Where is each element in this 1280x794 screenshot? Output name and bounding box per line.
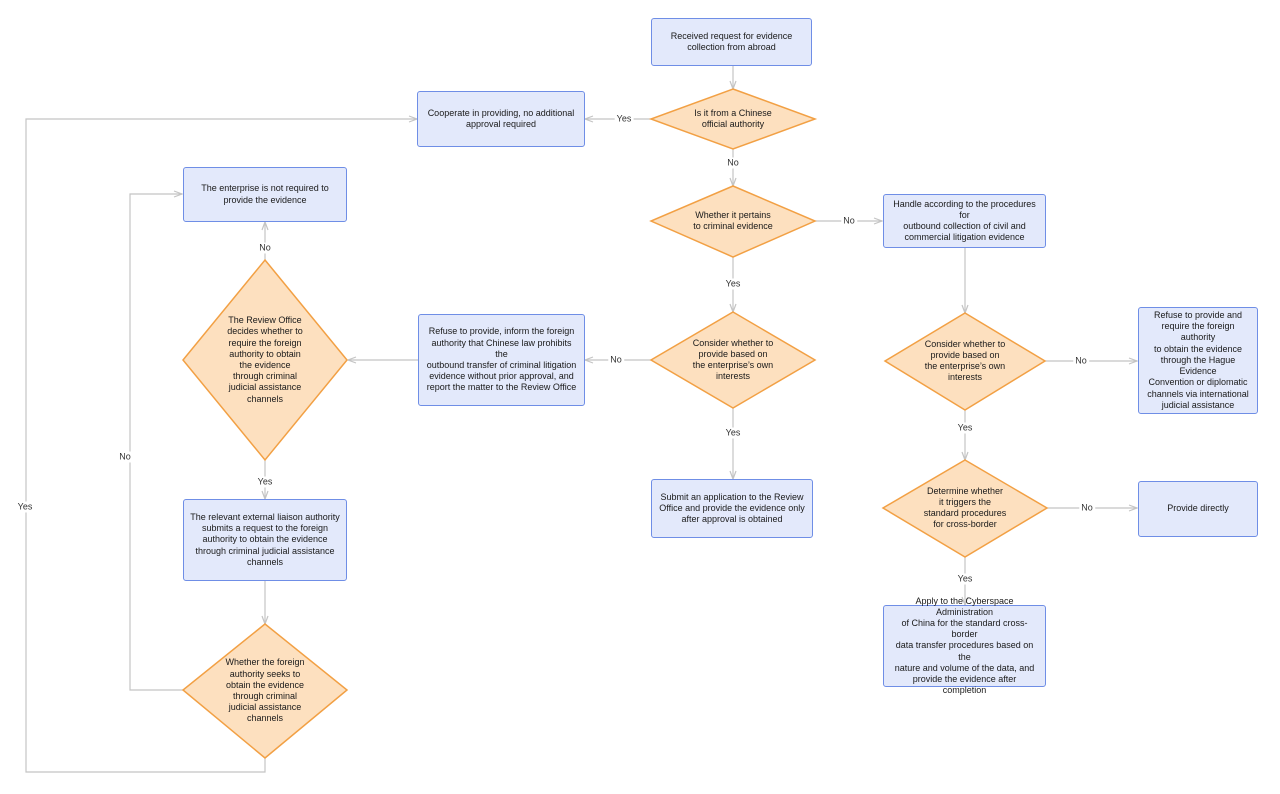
edge-q-foreign-yes-to-cooperate — [25, 119, 417, 773]
decision-review-office-label: The Review Office decides whether to req… — [227, 315, 303, 404]
decision-foreign-authority-diamond — [181, 623, 349, 759]
provide-directly-text: Provide directly — [1167, 503, 1229, 514]
label-yes-trigger: Yes — [955, 573, 975, 585]
refuse-hague-box: Refuse to provide and require the foreig… — [1138, 307, 1258, 414]
label-yes-interest-right: Yes — [955, 422, 975, 434]
decision-chinese-authority-label: Is it from a Chinese official authority — [694, 107, 772, 129]
label-yes-chinese: Yes — [614, 113, 634, 125]
cooperate-text: Cooperate in providing, no additional ap… — [427, 107, 575, 129]
decision-chinese-authority-diamond — [648, 88, 818, 150]
start-box: Received request for evidence collection… — [651, 18, 812, 66]
start-text: Received request for evidence collection… — [670, 30, 793, 52]
label-no-criminal: No — [841, 215, 857, 227]
label-yes-interest-mid: Yes — [723, 427, 743, 439]
liaison-request-box: The relevant external liaison authority … — [183, 499, 347, 581]
label-no-review: No — [257, 242, 273, 254]
label-no-chinese: No — [725, 157, 741, 169]
submit-application-text: Submit an application to the Review Offi… — [659, 491, 805, 525]
provide-directly-box: Provide directly — [1138, 481, 1258, 537]
label-no-foreign: No — [117, 451, 133, 463]
not-required-text: The enterprise is not required to provid… — [201, 183, 329, 205]
cooperate-box: Cooperate in providing, no additional ap… — [417, 91, 585, 147]
submit-application-box: Submit an application to the Review Offi… — [651, 479, 813, 538]
refuse-hague-text: Refuse to provide and require the foreig… — [1147, 310, 1249, 410]
civil-procedure-box: Handle according to the procedures for o… — [883, 194, 1046, 248]
refuse-inform-text: Refuse to provide, inform the foreign au… — [426, 326, 577, 393]
decision-foreign-authority-label: Whether the foreign authority seeks to o… — [225, 657, 305, 724]
decision-cross-border-trigger-label: Determine whether it triggers the standa… — [923, 485, 1007, 530]
decision-enterprise-interests-right-label: Consider whether to provide based on the… — [924, 338, 1006, 383]
decision-review-office-diamond — [182, 258, 348, 462]
edge-q-foreign-no-to-not-required — [129, 194, 184, 691]
decision-enterprise-interests-mid-diamond — [649, 311, 817, 409]
label-no-trigger: No — [1079, 502, 1095, 514]
not-required-box: The enterprise is not required to provid… — [183, 167, 347, 222]
apply-cac-text: Apply to the Cyberspace Administration o… — [894, 595, 1035, 696]
label-yes-foreign: Yes — [15, 501, 35, 513]
liaison-request-text: The relevant external liaison authority … — [190, 511, 340, 567]
apply-cac-box: Apply to the Cyberspace Administration o… — [883, 596, 1046, 695]
label-no-interest-mid: No — [608, 354, 624, 366]
civil-procedure-text: Handle according to the procedures for o… — [893, 198, 1036, 243]
label-no-interest-right: No — [1073, 355, 1089, 367]
decision-criminal-evidence-label: Whether it pertains to criminal evidence — [693, 209, 773, 231]
decision-shapes — [181, 88, 1049, 759]
decision-criminal-evidence-diamond — [649, 185, 817, 258]
decision-enterprise-interests-mid-label: Consider whether to provide based on the… — [692, 337, 774, 382]
decision-enterprise-interests-right-diamond — [883, 312, 1047, 411]
decision-cross-border-trigger-diamond — [881, 459, 1049, 558]
refuse-inform-box: Refuse to provide, inform the foreign au… — [418, 314, 585, 406]
label-yes-review: Yes — [255, 476, 275, 488]
label-yes-criminal: Yes — [723, 278, 743, 290]
